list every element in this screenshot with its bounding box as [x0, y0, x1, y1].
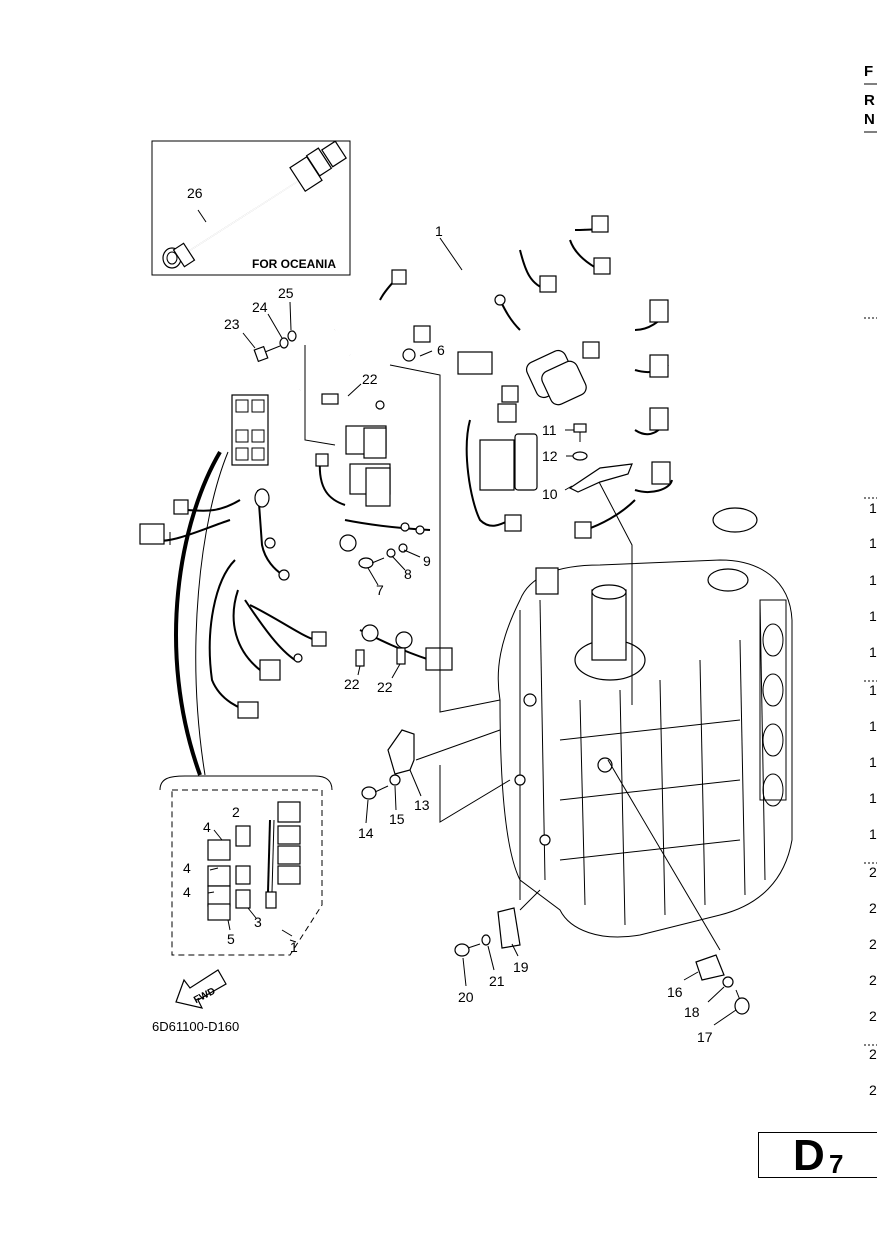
detail-callout-3: 3 — [254, 914, 262, 930]
page-indicator: D 7 — [758, 1131, 877, 1180]
engine-block — [497, 507, 793, 938]
page-letter: D — [793, 1131, 825, 1180]
side-row-2: 1 — [869, 535, 877, 551]
inset-caption: FOR OCEANIA — [252, 257, 336, 271]
detail-callout-2: 2 — [232, 804, 240, 820]
callout-19: 19 — [513, 959, 529, 975]
part-label-26: 26 — [187, 185, 203, 201]
side-row-9: 1 — [869, 790, 877, 806]
detail-callout-1: 1 — [290, 939, 298, 955]
callout-21: 21 — [489, 973, 505, 989]
callout-23: 23 — [224, 316, 240, 332]
detail-callout-4-low: 4 — [183, 884, 191, 900]
side-sub-initial-2: N — [864, 111, 875, 128]
side-row-11: 2 — [869, 864, 877, 880]
side-row-16: 2 — [869, 1046, 877, 1062]
callout-16: 16 — [667, 984, 683, 1000]
callout-1: 1 — [435, 223, 443, 239]
callout-24: 24 — [252, 299, 268, 315]
side-row-8: 1 — [869, 754, 877, 770]
callout-18: 18 — [684, 1004, 700, 1020]
relay-detail — [159, 775, 333, 956]
side-row-13: 2 — [869, 936, 877, 952]
side-row-17: 2 — [869, 1082, 877, 1098]
side-row-15: 2 — [869, 1008, 877, 1024]
callout-8: 8 — [404, 566, 412, 582]
page-number: 7 — [829, 1149, 844, 1179]
wiring-harness — [139, 215, 673, 719]
fwd-arrow: FWD — [175, 969, 227, 1009]
callout-10: 10 — [542, 486, 558, 502]
side-sub-initial-1: R — [864, 92, 875, 109]
side-row-5: 1 — [869, 644, 877, 660]
callout-6: 6 — [437, 342, 445, 358]
side-row-3: 1 — [869, 572, 877, 588]
detail-callout-5: 5 — [227, 931, 235, 947]
side-row-14: 2 — [869, 972, 877, 988]
drawing-code: 6D61100-D160 — [152, 1019, 239, 1034]
callout-22-left: 22 — [344, 676, 360, 692]
callout-12: 12 — [542, 448, 558, 464]
side-row-7: 1 — [869, 718, 877, 734]
callout-25: 25 — [278, 285, 294, 301]
callout-11: 11 — [542, 422, 557, 438]
side-table: F R N 1 1 1 1 1 1 1 1 1 1 2 2 2 2 2 2 2 — [864, 63, 877, 1098]
side-row-10: 1 — [869, 826, 877, 842]
hardware-parts — [253, 330, 750, 1015]
callout-14: 14 — [358, 825, 374, 841]
callout-15: 15 — [389, 811, 405, 827]
callout-22-right: 22 — [377, 679, 393, 695]
callout-9: 9 — [423, 553, 431, 569]
callout-13: 13 — [414, 797, 430, 813]
oceania-inset: 26 FOR OCEANIA — [151, 140, 351, 276]
callout-17: 17 — [697, 1029, 713, 1045]
callout-7: 7 — [376, 582, 384, 598]
side-row-6: 1 — [869, 682, 877, 698]
side-row-1: 1 — [869, 500, 877, 516]
leader-lines — [169, 345, 721, 951]
side-row-12: 2 — [869, 900, 877, 916]
callout-20: 20 — [458, 989, 474, 1005]
side-header-initial: F — [864, 63, 873, 80]
callout-22-top: 22 — [362, 371, 378, 387]
detail-callout-4-top: 4 — [203, 819, 211, 835]
callout-labels: 1 6 22 11 12 10 23 24 25 9 8 7 22 22 13 … — [183, 223, 737, 1045]
side-row-4: 1 — [869, 608, 877, 624]
detail-callout-4-mid: 4 — [183, 860, 191, 876]
